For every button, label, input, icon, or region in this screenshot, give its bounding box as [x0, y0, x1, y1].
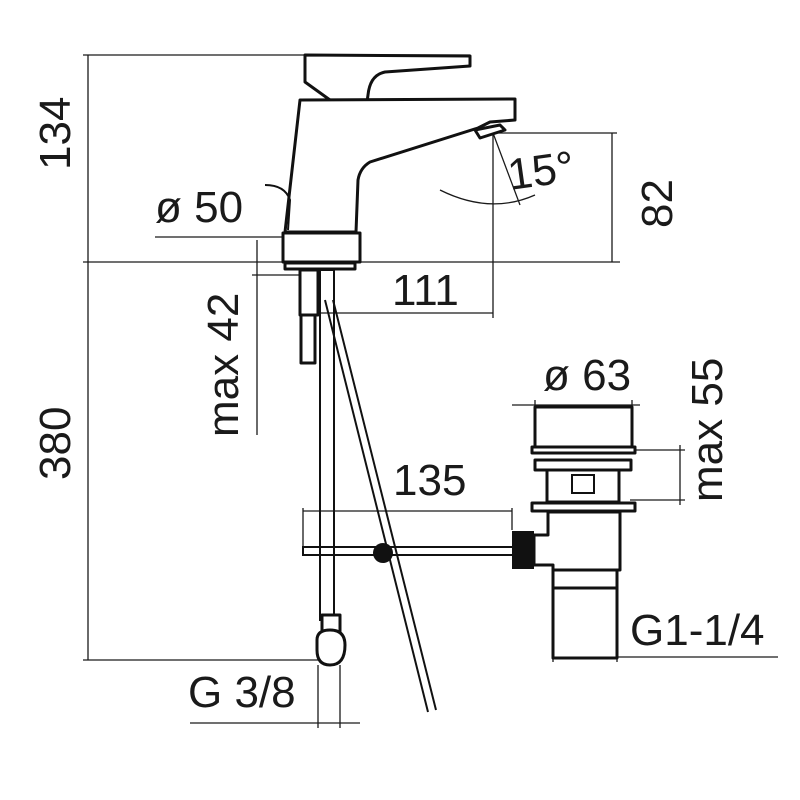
waste-valve [530, 405, 637, 660]
faucet-body [264, 53, 517, 365]
spout-reach-label: 111 [392, 266, 459, 315]
supply-hoses [315, 269, 437, 713]
max-deck-thickness-label: max 42 [199, 293, 248, 437]
supply-thread-label: G 3/8 [188, 668, 296, 717]
waste-max-thickness-label: max 55 [683, 358, 732, 502]
base-diameter-label: ø 50 [155, 183, 243, 232]
under-deck-length-label: 380 [31, 407, 80, 480]
waste-thread-label: G1-1/4 [630, 606, 765, 655]
spout-height-label: 82 [633, 179, 682, 228]
dimension-lines [83, 54, 778, 728]
rod-length-label: 135 [393, 456, 466, 505]
pop-up-rod [302, 531, 534, 569]
spout-angle-label: 15° [505, 142, 578, 200]
waste-diameter-label: ø 63 [543, 351, 631, 400]
height-total-label: 134 [31, 97, 80, 170]
